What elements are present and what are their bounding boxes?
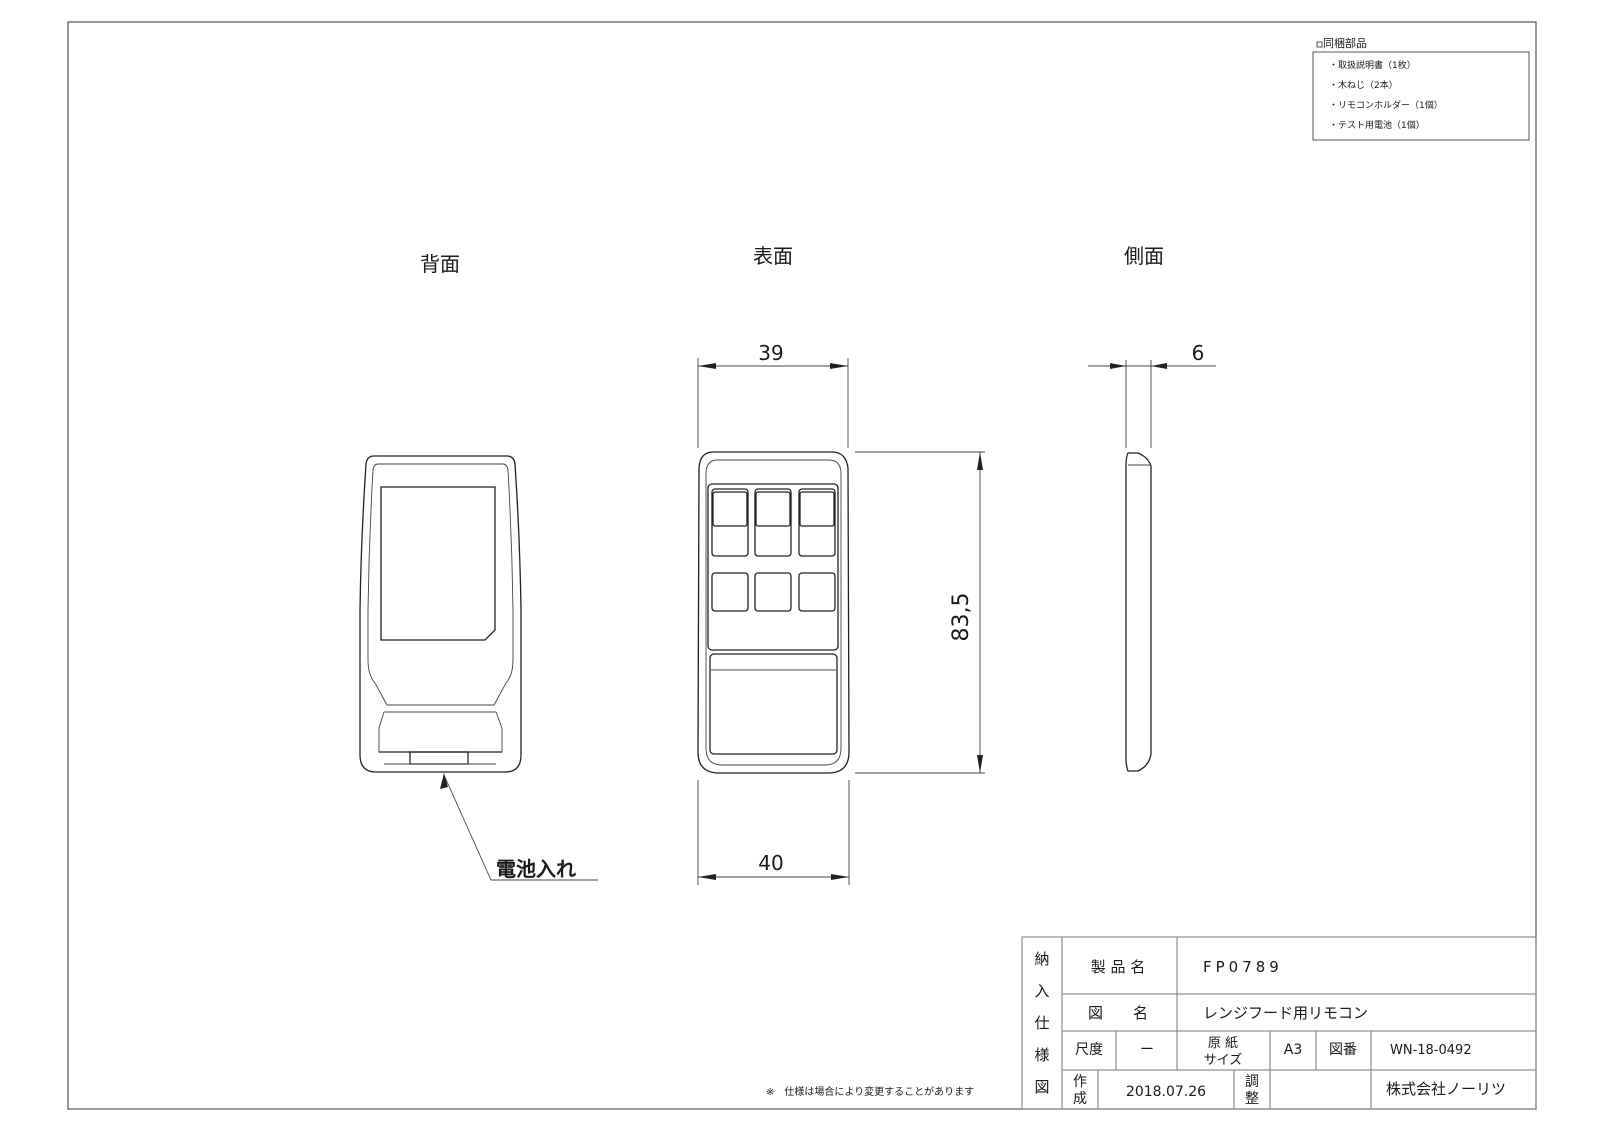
dimension-value: 40 <box>758 851 783 875</box>
side-label-char: 仕 <box>1034 1014 1049 1032</box>
created-label: 作 <box>1073 1074 1087 1090</box>
scale-label: 尺度 <box>1075 1042 1103 1058</box>
lower-key-group <box>711 572 836 612</box>
check-label: 整 <box>1245 1091 1259 1107</box>
spec-note: ※ 仕様は場合により変更することがあります <box>766 1085 974 1098</box>
dimension-thickness: 6 <box>1088 341 1216 448</box>
dimension-bottom-width: 40 <box>697 780 850 885</box>
front-view-title: 表面 <box>753 244 793 268</box>
created-date: 2018.07.26 <box>1126 1084 1206 1100</box>
dimension-height: 83,5 <box>855 451 985 774</box>
side-view-title: 側面 <box>1124 244 1164 268</box>
product-name-value: FP0789 <box>1203 958 1283 976</box>
accessory-item: ・リモコンホルダー（1個） <box>1329 99 1443 111</box>
battery-callout: 電池入れ <box>440 773 598 881</box>
title-block: 納 入 仕 様 図 製 品 名 FP0789 図 名 レンジフード用リモコン 尺… <box>1021 936 1537 1110</box>
front-view <box>697 451 850 774</box>
dimension-value: 83,5 <box>949 593 974 642</box>
dimension-top-width: 39 <box>697 341 849 448</box>
accessory-item: ・テスト用電池（1個） <box>1329 119 1425 131</box>
dimension-value: 6 <box>1192 341 1205 365</box>
product-name-label: 製 品 名 <box>1091 958 1146 976</box>
side-label-char: 入 <box>1034 982 1049 1000</box>
back-view-title: 背面 <box>420 252 460 276</box>
drawing-number-label: 図番 <box>1329 1042 1357 1058</box>
side-label-char: 様 <box>1034 1046 1049 1064</box>
side-label-char: 図 <box>1034 1078 1049 1096</box>
dimension-value: 39 <box>758 341 783 365</box>
accessories-box: 同梱部品 ・取扱説明書（1枚） ・木ねじ（2本） ・リモコンホルダー（1個） ・… <box>1312 36 1530 141</box>
side-view <box>1125 452 1152 772</box>
accessory-item: ・木ねじ（2本） <box>1329 79 1398 91</box>
drawing-name-value: レンジフード用リモコン <box>1203 1004 1368 1022</box>
scale-value: ー <box>1140 1042 1154 1058</box>
created-label: 成 <box>1073 1091 1087 1107</box>
upper-key-group <box>711 488 836 557</box>
accessories-title: 同梱部品 <box>1323 36 1367 50</box>
side-label-char: 納 <box>1034 950 1049 968</box>
drawing-number-value: WN-18-0492 <box>1390 1043 1472 1058</box>
battery-compartment-label: 電池入れ <box>496 857 576 881</box>
back-view <box>359 455 522 773</box>
accessory-item: ・取扱説明書（1枚） <box>1329 59 1416 71</box>
paper-size-label: サイズ <box>1204 1052 1243 1068</box>
check-label: 調 <box>1245 1074 1259 1090</box>
checkbox-icon <box>1316 41 1323 48</box>
paper-size-value: A3 <box>1284 1042 1302 1058</box>
drawing-name-label: 図 名 <box>1088 1004 1148 1022</box>
company-name: 株式会社ノーリツ <box>1386 1080 1506 1098</box>
paper-size-label: 原 紙 <box>1208 1036 1238 1051</box>
sheet-frame <box>67 21 1537 1110</box>
